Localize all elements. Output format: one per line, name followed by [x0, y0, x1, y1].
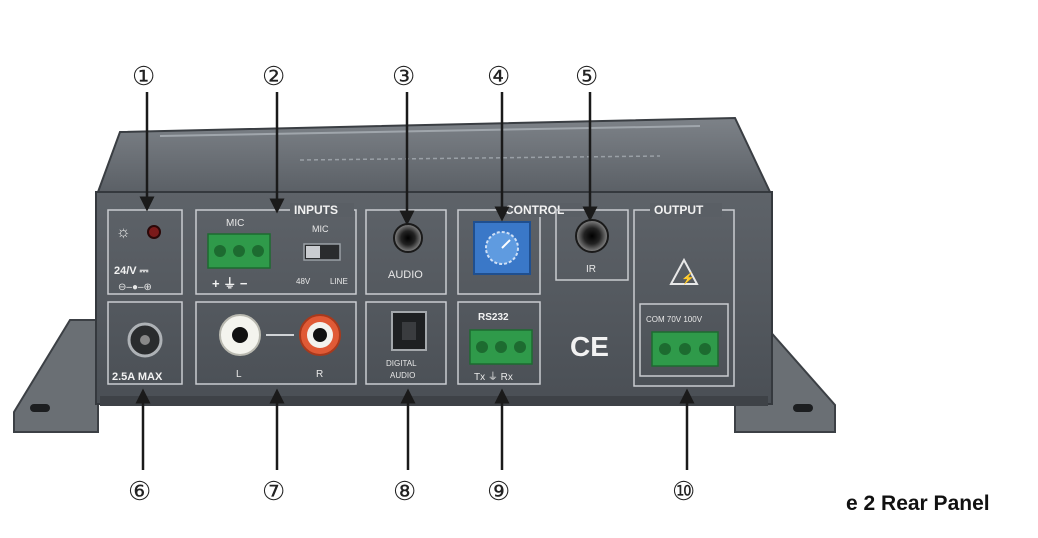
- inputs-title-bg: [290, 203, 354, 217]
- ear-hole-right: [793, 404, 813, 412]
- output-title: OUTPUT: [654, 203, 704, 217]
- top-highlight: [159, 125, 701, 137]
- callout-7: ⑦: [262, 477, 285, 507]
- power-led: [147, 225, 161, 239]
- address-rotary-switch[interactable]: [473, 221, 531, 275]
- digital-label-2: AUDIO: [390, 371, 415, 380]
- callout-4: ④: [487, 62, 510, 92]
- mic-switch-label: MIC: [312, 224, 329, 234]
- digital-audio-section: [365, 301, 447, 385]
- switch-48v-label: 48V: [296, 277, 311, 286]
- callout-6: ⑥: [128, 477, 151, 507]
- output-screw-3: [699, 343, 711, 355]
- ce-mark: CE: [570, 331, 609, 362]
- rs232-screw-3: [514, 341, 526, 353]
- audio-jack[interactable]: [393, 223, 423, 253]
- rotary-pointer: [501, 239, 511, 249]
- output-screw-1: [659, 343, 671, 355]
- mic-terminal-screw-2: [233, 245, 245, 257]
- chassis-top: [96, 116, 772, 193]
- dc-power-section: [107, 301, 183, 385]
- output-screw-2: [679, 343, 691, 355]
- rs232-screw-1: [476, 341, 488, 353]
- callout-1: ①: [132, 62, 155, 92]
- mic-terminal-screw-3: [252, 245, 264, 257]
- warning-triangle-icon: [669, 257, 699, 285]
- rs232-pins-label: Tx ⏚ Rx: [474, 371, 513, 383]
- dc-power-pin: [140, 335, 150, 345]
- ir-label: IR: [586, 264, 596, 275]
- fuse-label: 2.5A MAX: [112, 371, 163, 383]
- callout-9: ⑨: [487, 477, 510, 507]
- callout-5: ⑤: [575, 62, 598, 92]
- power-sun-icon: ☼: [116, 224, 131, 241]
- callout-10: ⑩: [672, 477, 695, 507]
- callout-2: ②: [262, 62, 285, 92]
- mic-terminal-marks: + ⏚ −: [212, 276, 248, 291]
- rs232-section: [457, 301, 541, 385]
- output-pins-label: COM 70V 100V: [646, 315, 703, 324]
- ear-hole-left: [30, 404, 50, 412]
- chassis-base: [100, 396, 768, 406]
- rs232-label: RS232: [478, 312, 509, 323]
- optical-port-inner: [402, 322, 416, 340]
- rca-right-center: [313, 328, 327, 342]
- mounting-ear-left: [13, 319, 99, 433]
- warning-mark-icon: ⚡: [681, 272, 695, 285]
- power-voltage-label: 24/V ⎓: [114, 265, 149, 277]
- digital-label-1: DIGITAL: [386, 359, 417, 368]
- switch-line-label: LINE: [330, 277, 348, 286]
- chassis-front: [95, 191, 773, 405]
- rca-left-label: L: [236, 369, 242, 380]
- callout-8: ⑧: [393, 477, 416, 507]
- callout-3: ③: [392, 62, 415, 92]
- control-title-bg: [500, 203, 582, 217]
- rs232-screw-2: [495, 341, 507, 353]
- rca-right-label: R: [316, 369, 323, 380]
- ir-jack[interactable]: [575, 219, 609, 253]
- figure-caption: e 2 Rear Panel: [846, 492, 990, 515]
- mic-label: MIC: [226, 218, 244, 229]
- output-terminal-block: [639, 303, 729, 377]
- rca-left-center: [232, 327, 248, 343]
- mic-line-switch-knob[interactable]: [306, 246, 320, 258]
- rca-section: [195, 301, 357, 385]
- power-polarity-icon: ⊖–●–⊕: [118, 282, 152, 293]
- control-title: CONTROL: [505, 203, 564, 217]
- output-title-bg: [650, 203, 722, 217]
- audio-label: AUDIO: [388, 269, 423, 281]
- mic-terminal-screw-1: [214, 245, 226, 257]
- inputs-title: INPUTS: [294, 203, 338, 217]
